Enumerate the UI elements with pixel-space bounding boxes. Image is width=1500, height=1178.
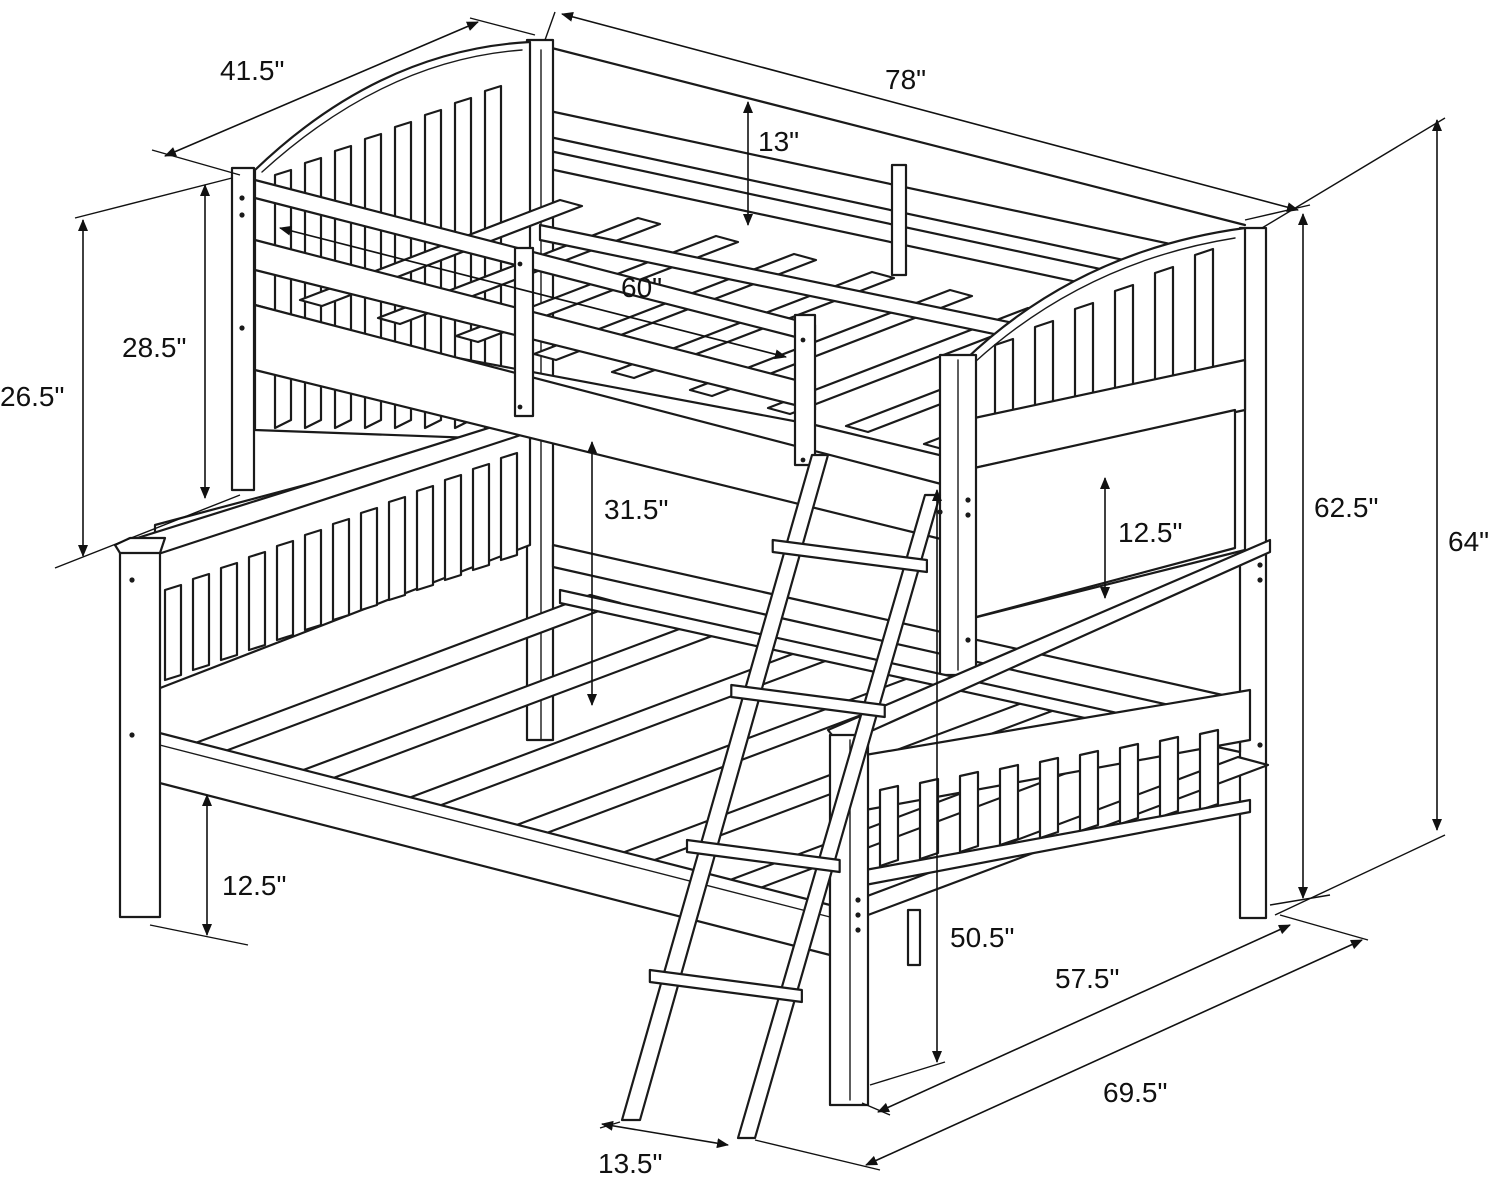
- bottom-headboard-slat: [443, 473, 463, 582]
- bottom-headboard-slat: [331, 517, 351, 622]
- top-deck-slat: [688, 288, 974, 398]
- bottom-headboard-slat: [471, 462, 491, 572]
- bottom-headboard-slat: [499, 451, 519, 562]
- headboard-slat: [273, 168, 293, 430]
- bottom-headboard-slat: [415, 484, 435, 592]
- bottom-headboard-slat: [191, 572, 211, 672]
- dim-top-bunk-height-label: 62.5": [1314, 492, 1378, 523]
- ladder: [620, 453, 943, 1140]
- dim-length-label: 78": [885, 64, 926, 95]
- dim-bottom-width-outer-label: 69.5": [1103, 1077, 1167, 1108]
- bottom-footboard-slat: [918, 777, 940, 861]
- dim-top-mattress-label: 60": [621, 272, 662, 303]
- dimension-lines: [54, 11, 1446, 1171]
- bottom-headboard-slat: [387, 495, 407, 602]
- bottom-headboard-slat: [303, 528, 323, 632]
- bottom-footboard-slat: [958, 770, 980, 854]
- bottom-footboard-slat: [1078, 749, 1100, 833]
- dim-ground-clearance-label: 12.5": [222, 870, 286, 901]
- bottom-footboard-slat: [1158, 735, 1180, 819]
- dim-guardrail-height-label: 26.5": [0, 381, 64, 412]
- bottom-footboard-slat: [1038, 756, 1060, 840]
- ladder-rung: [648, 968, 803, 1004]
- bottom-footboard-slat: [878, 784, 900, 868]
- bottom-headboard: [113, 413, 532, 692]
- bottom-deck-slat: [404, 647, 838, 809]
- dim-ladder-width-label: 13.5": [598, 1148, 662, 1178]
- dim-ladder-height-label: 50.5": [950, 922, 1014, 953]
- bottom-headboard-slat: [275, 539, 295, 642]
- dim-guardrail-gap-label: 13": [758, 126, 799, 157]
- dim-top-width-label: 41.5": [220, 55, 284, 86]
- ladder-rung: [730, 683, 886, 719]
- ladder-rung: [771, 538, 929, 574]
- bottom-footboard-slat: [998, 763, 1020, 847]
- bottom-deck-slat: [296, 620, 730, 782]
- dim-overall-height-label: 64": [1448, 526, 1489, 557]
- bottom-footboard-slat: [1118, 742, 1140, 826]
- bottom-headboard-slat: [219, 561, 239, 662]
- bottom-headboard-slat: [359, 506, 379, 612]
- bottom-headboard-slat: [163, 583, 183, 682]
- dim-bottom-width-inner-label: 57.5": [1055, 963, 1119, 994]
- front-left-post: [113, 536, 167, 919]
- dim-bunk-clearance-label: 31.5": [604, 494, 668, 525]
- top-footboard: [938, 226, 1247, 677]
- dim-headboard-height-label: 28.5": [122, 332, 186, 363]
- bottom-footboard-slat: [1198, 728, 1220, 812]
- ladder-rung: [685, 838, 841, 874]
- bottom-headboard-slat: [247, 550, 267, 652]
- dim-footboard-top-label: 12.5": [1118, 517, 1182, 548]
